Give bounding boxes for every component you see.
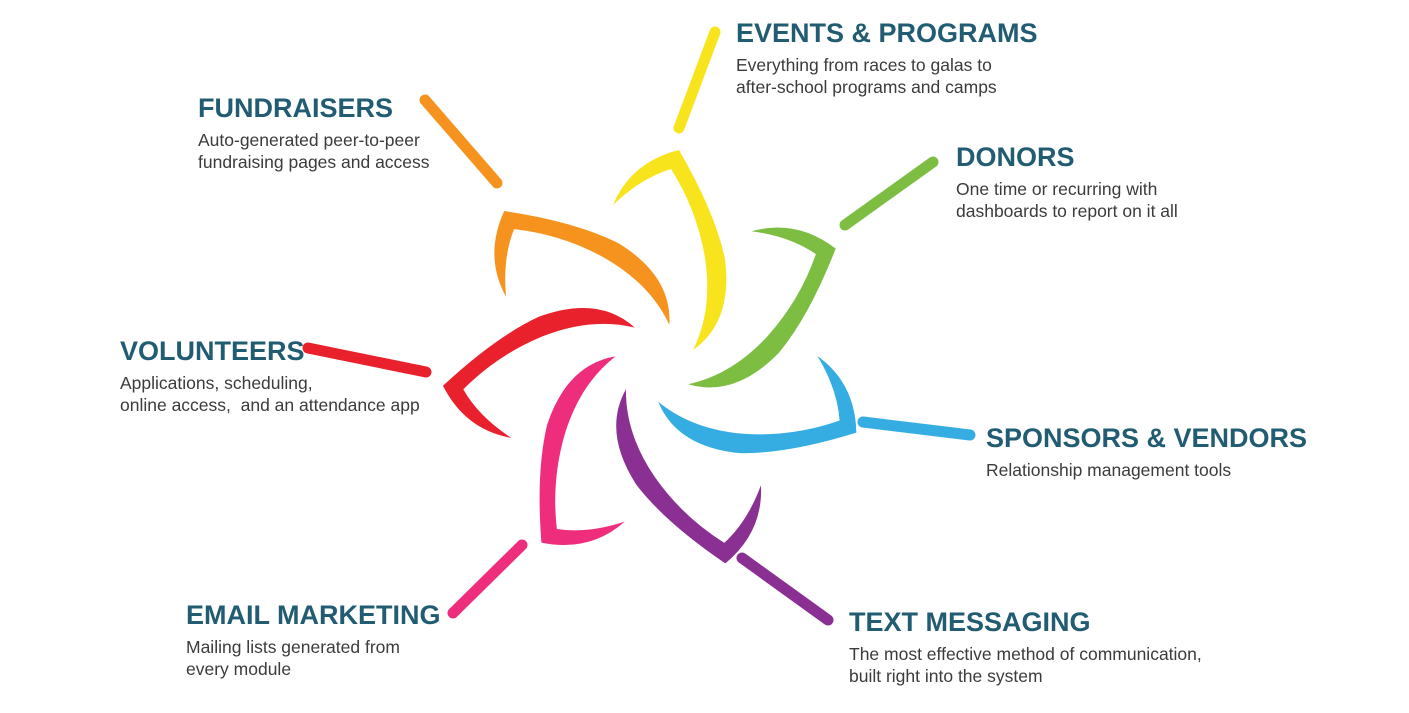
node-text-messaging-description: The most effective method of communicati… bbox=[849, 644, 1202, 687]
connector-email-marketing bbox=[447, 539, 528, 619]
node-fundraisers-description: Auto-generated peer-to-peer fundraising … bbox=[198, 130, 430, 173]
connector-fundraisers bbox=[419, 94, 503, 189]
node-fundraisers: FUNDRAISERS Auto-generated peer-to-peer … bbox=[198, 93, 430, 173]
node-fundraisers-title: FUNDRAISERS bbox=[198, 93, 394, 123]
connector-events bbox=[673, 26, 721, 134]
node-sponsors-title: SPONSORS & VENDORS bbox=[986, 423, 1308, 453]
node-email-marketing: EMAIL MARKETING Mailing lists generated … bbox=[186, 600, 441, 680]
node-volunteers-title: VOLUNTEERS bbox=[120, 336, 305, 366]
node-events-description: Everything from races to galas to after-… bbox=[736, 55, 997, 98]
node-events-title: EVENTS & PROGRAMS bbox=[736, 18, 1038, 48]
connector-sponsors bbox=[857, 416, 976, 441]
node-events: EVENTS & PROGRAMS Everything from races … bbox=[736, 18, 1038, 98]
node-sponsors: SPONSORS & VENDORS Relationship manageme… bbox=[986, 423, 1307, 481]
node-donors: DONORS One time or recurring with dashbo… bbox=[956, 142, 1178, 222]
petal-email-marketing-icon bbox=[539, 356, 625, 545]
node-text-messaging-title: TEXT MESSAGING bbox=[849, 607, 1091, 637]
node-donors-description: One time or recurring with dashboards to… bbox=[956, 179, 1178, 222]
node-donors-title: DONORS bbox=[956, 142, 1075, 172]
petal-fundraisers-icon bbox=[494, 211, 670, 325]
node-volunteers-description: Applications, scheduling, online access,… bbox=[120, 373, 420, 416]
pinwheel-petals bbox=[442, 150, 857, 564]
connector-lines bbox=[302, 26, 976, 626]
connector-text-messaging bbox=[736, 552, 834, 626]
node-text-messaging: TEXT MESSAGING The most effective method… bbox=[849, 607, 1202, 687]
petal-donors-icon bbox=[688, 227, 836, 388]
node-email-marketing-description: Mailing lists generated from every modul… bbox=[186, 637, 400, 680]
petal-sponsors-icon bbox=[658, 355, 857, 454]
connector-donors bbox=[839, 156, 939, 231]
petal-volunteers-icon bbox=[442, 308, 635, 438]
petal-events-icon bbox=[613, 150, 727, 350]
node-sponsors-description: Relationship management tools bbox=[986, 460, 1232, 481]
node-email-marketing-title: EMAIL MARKETING bbox=[186, 600, 441, 630]
connector-volunteers bbox=[302, 342, 432, 378]
node-volunteers: VOLUNTEERS Applications, scheduling, onl… bbox=[120, 336, 420, 416]
petal-text-messaging-icon bbox=[616, 389, 762, 564]
